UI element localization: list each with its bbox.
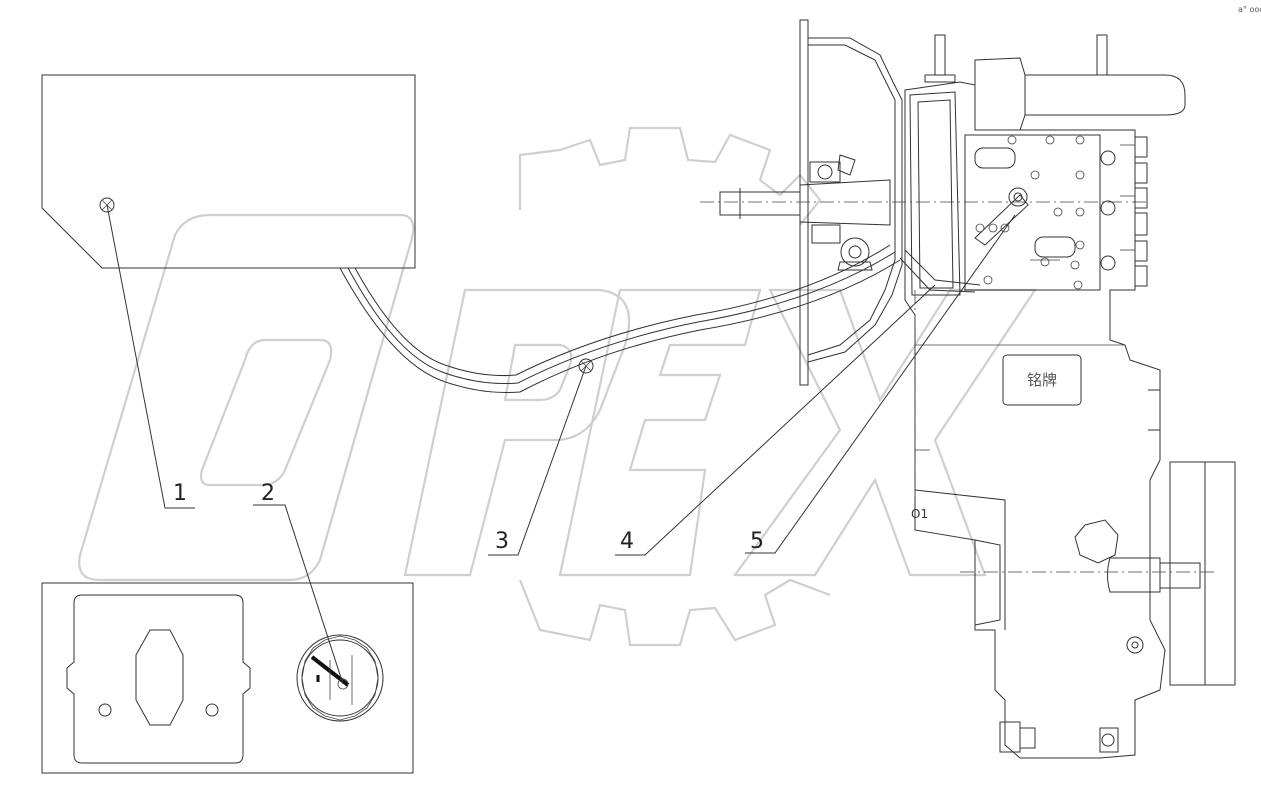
watermark-letter-p — [403, 288, 631, 577]
side-pump — [1169, 461, 1236, 686]
watermark-letter-x — [732, 288, 1038, 577]
clutch-flange — [799, 19, 809, 386]
drain-plug — [999, 721, 1119, 753]
callout-5: 5 — [750, 529, 764, 554]
transmission-assembly: 铭牌 O1 — [700, 19, 1236, 759]
callout-3: 3 — [495, 529, 509, 554]
control-cable — [339, 244, 901, 393]
centerline-label: O1 — [911, 507, 928, 521]
top-cover — [974, 57, 1186, 131]
input-shaft — [719, 191, 801, 216]
valve-block — [964, 134, 1116, 291]
gearbox-housing — [904, 81, 1166, 759]
nameplate: 铭牌 — [1002, 354, 1082, 406]
panel-1 — [41, 74, 416, 269]
bearing-upper — [809, 154, 856, 183]
corner-mark: a° ooo — [1238, 5, 1261, 14]
watermark-gear — [518, 126, 831, 647]
bearing-lower — [811, 224, 873, 271]
callout-labels: 1 2 3 4 5 — [173, 481, 764, 554]
watermark-logo — [78, 126, 1038, 647]
hex-nut — [1074, 519, 1119, 564]
watermark-letter-o — [78, 213, 415, 582]
panel-2 — [41, 582, 414, 774]
gasket-plate — [66, 594, 251, 764]
leader-lines — [106, 204, 1016, 685]
callout-2: 2 — [261, 481, 275, 506]
callout-4: 4 — [620, 529, 634, 554]
gauge-dial-icon — [296, 634, 384, 722]
callout-1: 1 — [173, 481, 187, 506]
hydraulic-fittings — [1120, 136, 1148, 287]
nameplate-label: 铭牌 — [1027, 371, 1057, 389]
watermark-letter-e — [558, 288, 762, 577]
